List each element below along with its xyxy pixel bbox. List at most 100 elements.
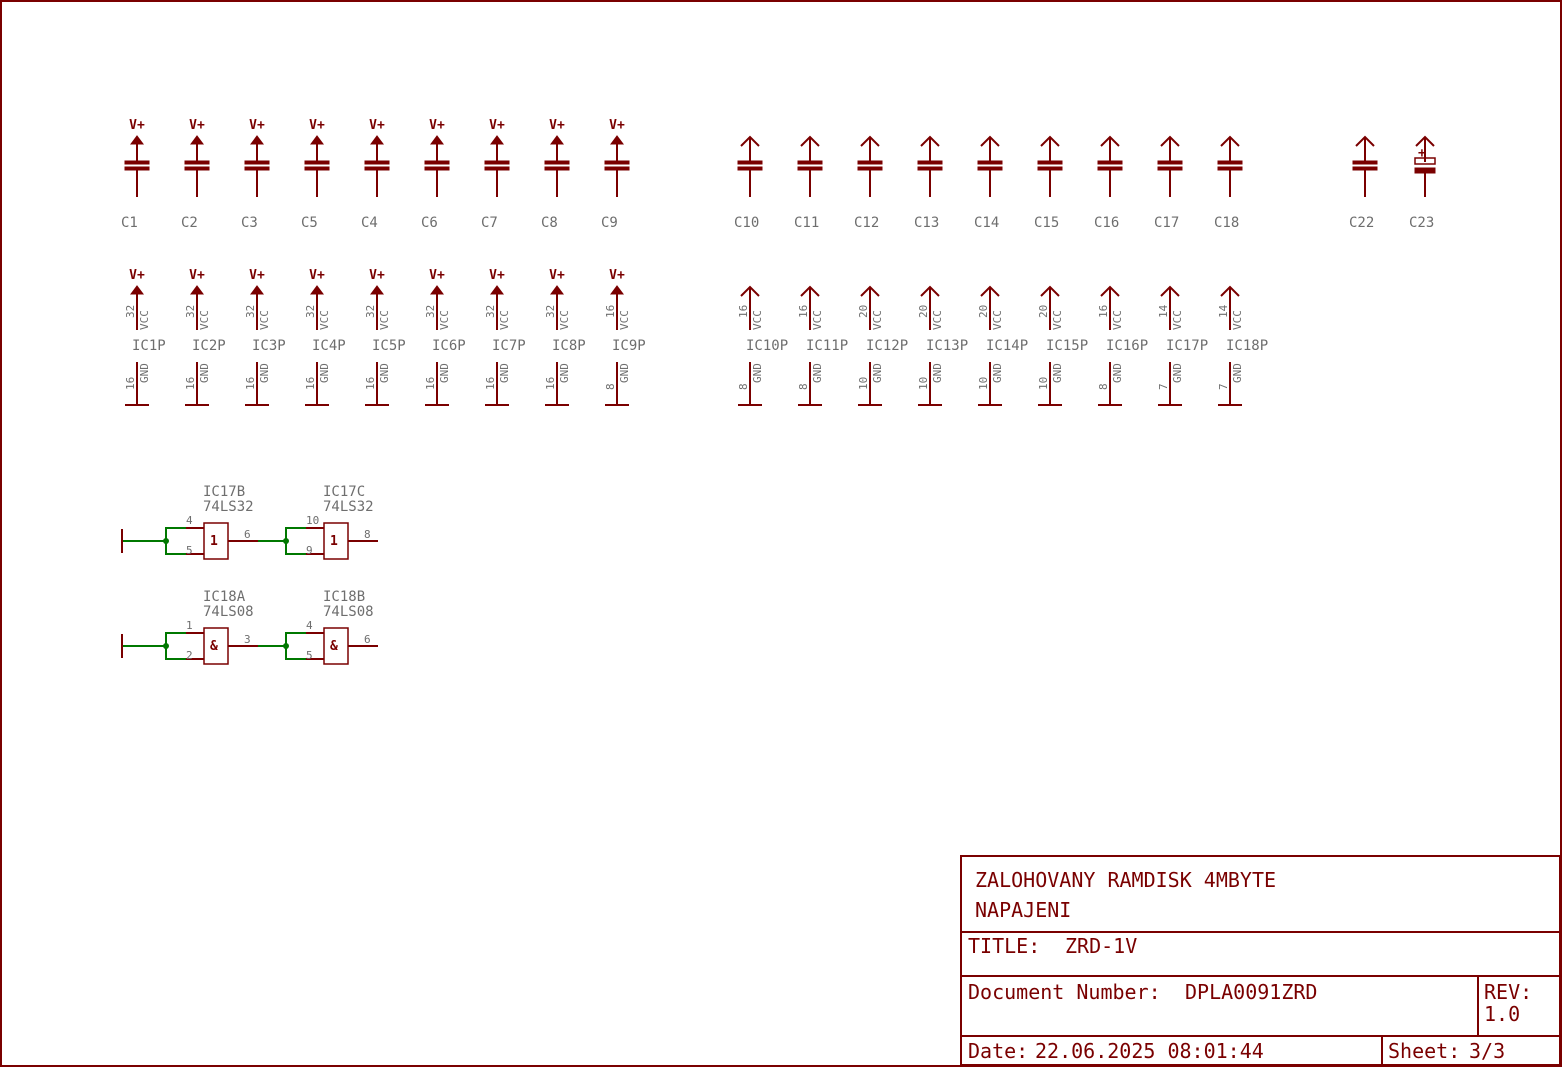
gnd-pin-name: GND	[498, 363, 511, 383]
supply-arrow	[130, 135, 144, 145]
capacitor-c23[interactable]: +C23	[1409, 135, 1436, 231]
supply-label: V+	[309, 118, 325, 133]
gate-reference: IC18A	[203, 589, 246, 605]
cap-plate-bottom	[544, 166, 570, 171]
cap-plate-bottom	[424, 166, 450, 171]
gnd-pin-number: 16	[544, 377, 557, 390]
capacitor-c8[interactable]: V+C8	[541, 118, 570, 231]
gate-symbol: &	[330, 639, 338, 654]
capacitor-c10[interactable]: C10	[734, 135, 763, 231]
gnd-pin-name: GND	[1171, 363, 1184, 383]
gnd-pin-number: 8	[797, 383, 810, 390]
vcc-pin-name: VCC	[318, 310, 331, 330]
ic-power-label: IC5P	[372, 338, 406, 354]
supply-label: V+	[189, 268, 205, 283]
ic-power-label: IC16P	[1106, 338, 1148, 354]
capacitor-c15[interactable]: C15	[1034, 135, 1063, 231]
vcc-pin-name: VCC	[438, 310, 451, 330]
capacitor-row-supply: V+C1V+C2V+C3V+C5V+C4V+C6V+C7V+C8V+C9	[121, 118, 630, 231]
title-value: ZRD-1V	[1065, 934, 1137, 958]
capacitor-label: C9	[601, 215, 618, 231]
cap-plate-top	[977, 160, 1003, 165]
capacitor-c22[interactable]: C22	[1349, 135, 1378, 231]
capacitor-c5[interactable]: V+C5	[301, 118, 330, 231]
capacitor-c4[interactable]: V+C4	[361, 118, 390, 231]
gate-part-number: 74LS08	[323, 604, 374, 620]
gnd-pin-number: 16	[484, 377, 497, 390]
capacitor-c17[interactable]: C17	[1154, 135, 1183, 231]
capacitor-c11[interactable]: C11	[794, 135, 823, 231]
cap-plate-top	[857, 160, 883, 165]
supply-label: V+	[489, 118, 505, 133]
vcc-pin-number: 20	[857, 305, 870, 318]
vcc-pin-name: VCC	[751, 310, 764, 330]
capacitor-c16[interactable]: C16	[1094, 135, 1123, 231]
gnd-pin-name: GND	[618, 363, 631, 383]
document-number-label: Document Number:	[968, 980, 1161, 1004]
capacitor-label: C3	[241, 215, 258, 231]
cap-plate-top	[424, 160, 450, 165]
project-title-line1: ZALOHOVANY RAMDISK 4MBYTE	[975, 868, 1276, 892]
gate-part-number: 74LS32	[323, 499, 374, 515]
capacitor-c13[interactable]: C13	[914, 135, 943, 231]
capacitor-c3[interactable]: V+ C3	[241, 118, 270, 231]
capacitor-c18[interactable]: C18	[1214, 135, 1243, 231]
gate-reference: IC18B	[323, 589, 365, 605]
capacitor-c7[interactable]: V+C7	[481, 118, 510, 231]
gate-symbol: &	[210, 639, 218, 654]
capacitor-c14[interactable]: C14	[974, 135, 1003, 231]
gnd-pin-name: GND	[1231, 363, 1244, 383]
capacitor-c6[interactable]: V+C6	[421, 118, 450, 231]
gnd-pin-number: 16	[244, 377, 257, 390]
supply-arrow	[310, 285, 324, 295]
capacitor-label: C14	[974, 215, 999, 231]
supply-arrow	[430, 135, 444, 145]
gnd-pin-number: 7	[1217, 383, 1230, 390]
supply-label: V+	[249, 268, 265, 283]
ic-power-label: IC17P	[1166, 338, 1208, 354]
capacitor-c1[interactable]: V+C1	[121, 118, 150, 231]
cap-plate-top	[244, 160, 270, 165]
capacitor-label: C17	[1154, 215, 1179, 231]
cap-plate-top	[1037, 160, 1063, 165]
gnd-pin-number: 7	[1157, 383, 1170, 390]
supply-label: V+	[369, 118, 385, 133]
supply-label: V+	[489, 268, 505, 283]
supply-label: V+	[249, 118, 265, 133]
gate-output-pin: 8	[364, 528, 371, 541]
capacitor-c2[interactable]: V+C2	[181, 118, 210, 231]
vcc-pin-name: VCC	[558, 310, 571, 330]
capacitor-c12[interactable]: C12	[854, 135, 883, 231]
capacitor-label: C6	[421, 215, 438, 231]
supply-label: V+	[129, 118, 145, 133]
vcc-pin-name: VCC	[1111, 310, 1124, 330]
capacitor-c9[interactable]: V+C9	[601, 118, 630, 231]
ic-power-label: IC15P	[1046, 338, 1088, 354]
vcc-pin-number: 20	[977, 305, 990, 318]
vcc-pin-number: 32	[304, 305, 317, 318]
